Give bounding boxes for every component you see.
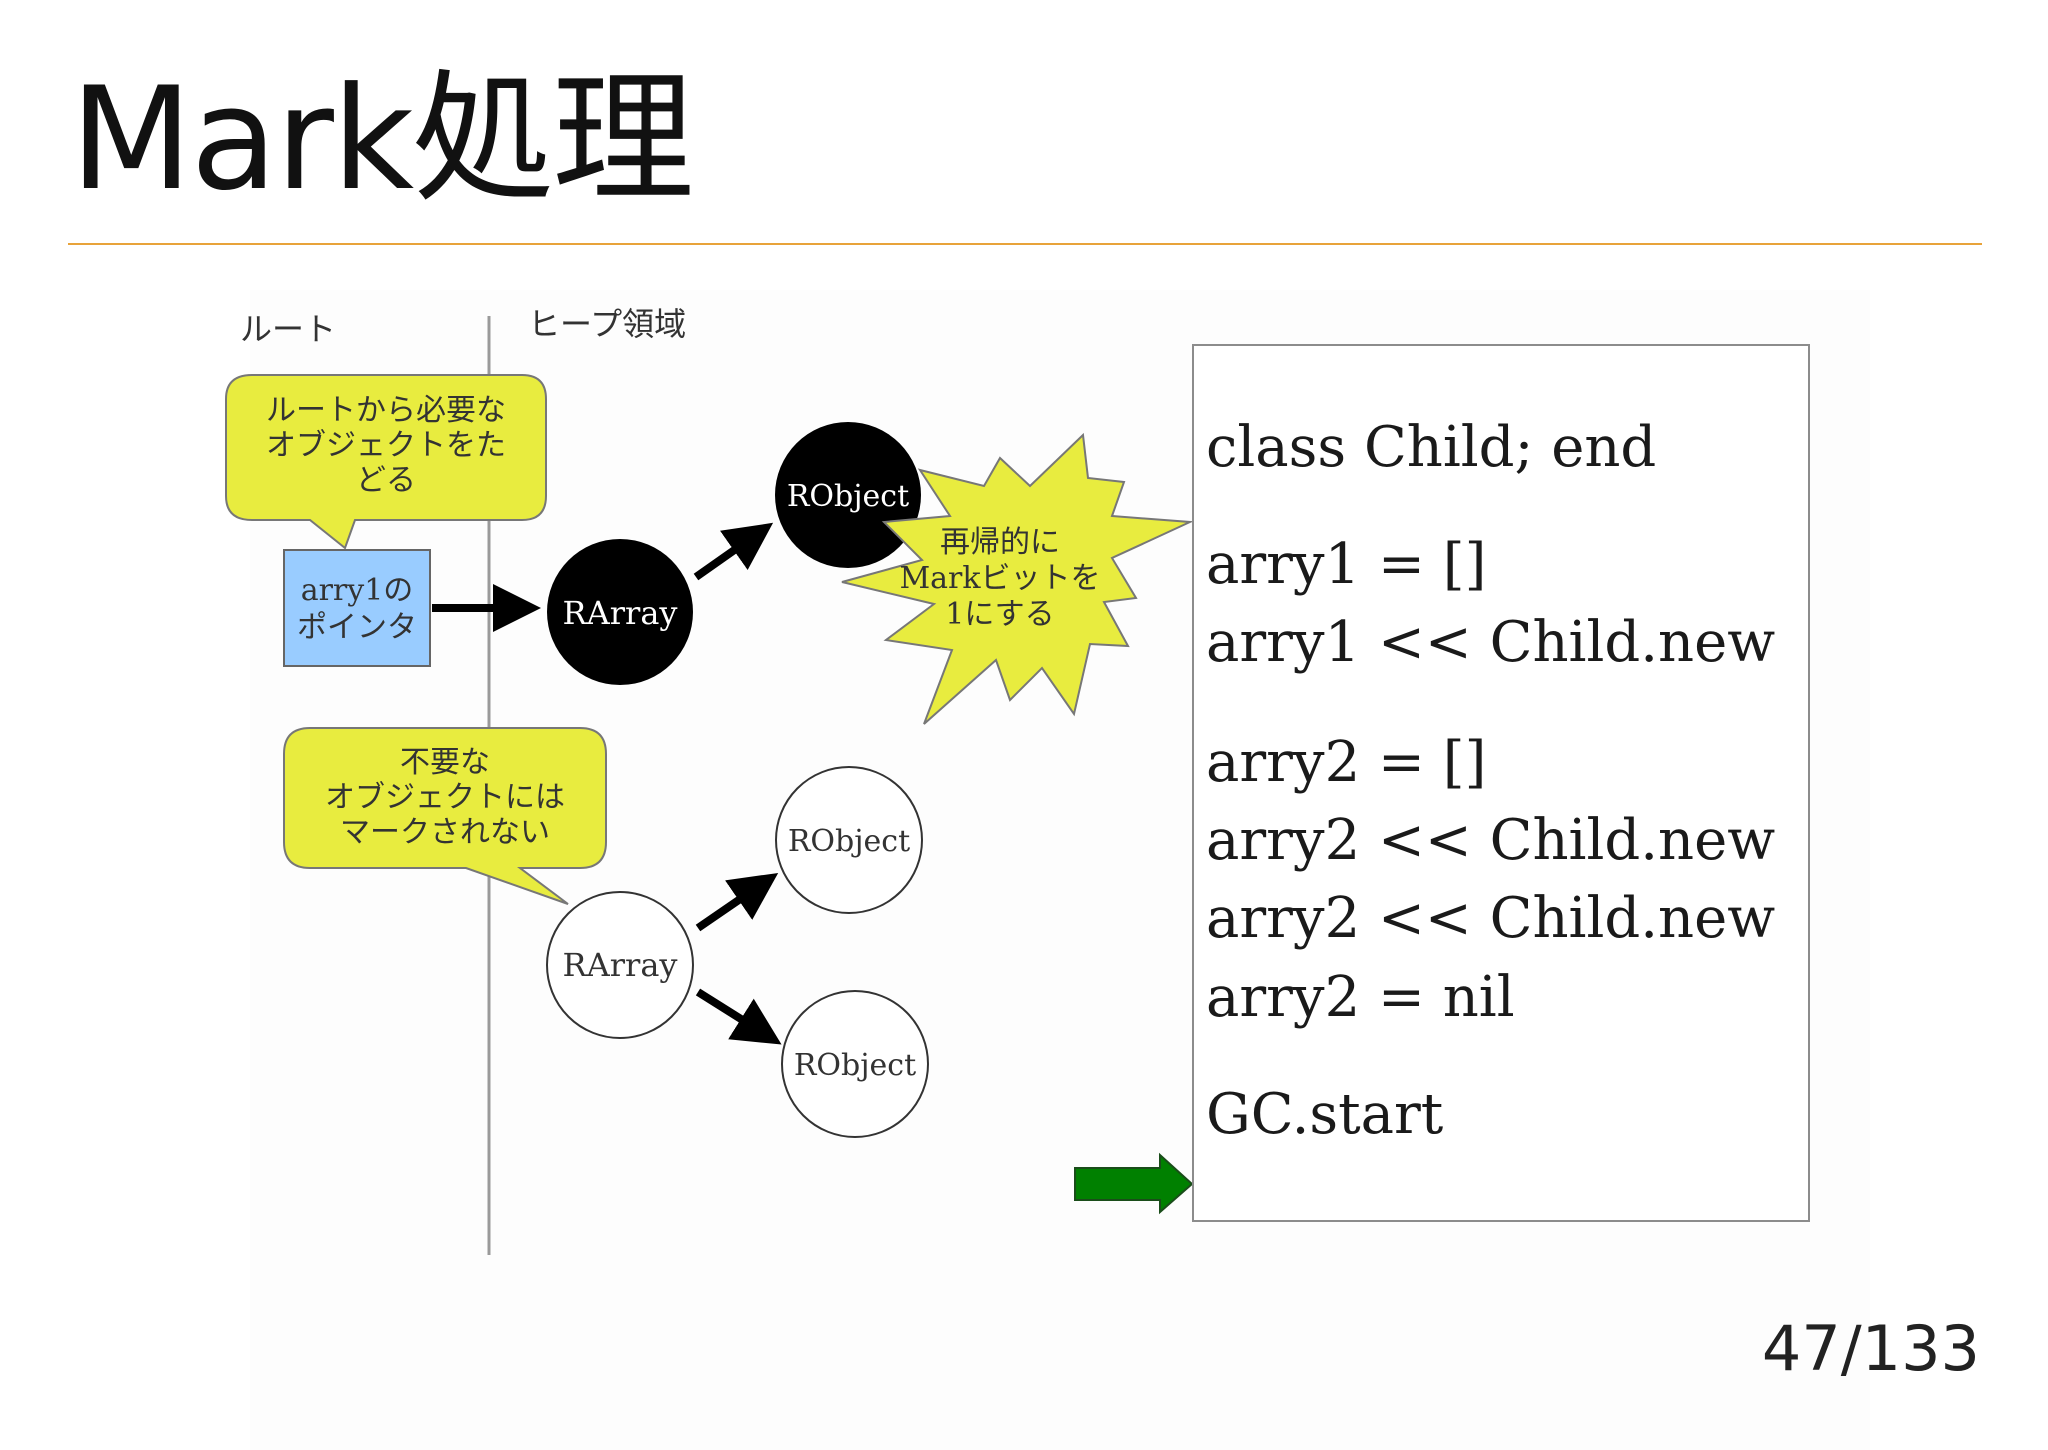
unmarked-robject-node-2 bbox=[781, 990, 929, 1138]
unmarked-robject-label-2: RObject bbox=[794, 1048, 916, 1083]
marked-rarray-node bbox=[547, 539, 693, 685]
right-arrow-icon bbox=[1074, 1152, 1194, 1215]
unmarked-rarray-label: RArray bbox=[563, 946, 678, 984]
arrow-rarray-to-robject-2 bbox=[695, 988, 782, 1045]
marked-robject-node bbox=[775, 422, 921, 568]
unmarked-rarray-node bbox=[546, 891, 694, 1039]
starburst-line-3: 1にする bbox=[945, 597, 1054, 632]
callout-root-line-1: ルートから必要な bbox=[266, 393, 506, 428]
starburst-line-2: Markビットを bbox=[899, 561, 1100, 596]
code-line-gc-start: GC.start bbox=[1206, 1082, 1444, 1147]
callout-unneeded-line-3: マークされない bbox=[340, 815, 550, 850]
code-line-arry1-init: arry1 = [] bbox=[1206, 532, 1487, 597]
code-line-class-child: class Child; end bbox=[1206, 415, 1657, 480]
unmarked-robject-label-1: RObject bbox=[788, 824, 910, 859]
callout-root-line-3: どる bbox=[356, 463, 416, 498]
page-number: 47/133 bbox=[1761, 1312, 1980, 1385]
title-divider bbox=[68, 243, 1982, 245]
slide-title: Mark処理 bbox=[70, 57, 694, 222]
pointer-box-line-2: ポインタ bbox=[297, 610, 417, 645]
arrow-rarray-to-robject bbox=[693, 522, 774, 581]
heap-column-label: ヒープ領域 bbox=[528, 305, 686, 343]
recursive-mark-starburst bbox=[841, 432, 1194, 725]
marked-robject-label: RObject bbox=[787, 479, 909, 514]
callout-unneeded-line-2: オブジェクトには bbox=[325, 780, 565, 815]
unmarked-robject-node-1 bbox=[775, 766, 923, 914]
arry1-pointer-box bbox=[283, 549, 431, 667]
arrow-rarray-to-robject-1 bbox=[695, 872, 779, 932]
callout-root-traversal bbox=[225, 374, 547, 550]
code-line-arry2-nil: arry2 = nil bbox=[1206, 965, 1515, 1030]
marked-rarray-label: RArray bbox=[563, 594, 678, 632]
root-column-label: ルート bbox=[240, 310, 336, 348]
code-line-arry2-push-2: arry2 << Child.new bbox=[1206, 886, 1776, 951]
code-line-arry2-push-1: arry2 << Child.new bbox=[1206, 808, 1776, 873]
starburst-line-1: 再帰的に bbox=[940, 525, 1060, 560]
callout-unneeded-objects bbox=[283, 727, 607, 905]
code-line-arry2-init: arry2 = [] bbox=[1206, 730, 1487, 795]
callout-root-line-2: オブジェクトをた bbox=[266, 428, 506, 463]
code-line-arry1-push: arry1 << Child.new bbox=[1206, 610, 1776, 675]
callout-unneeded-line-1: 不要な bbox=[400, 745, 490, 780]
code-panel: class Child; end arry1 = [] arry1 << Chi… bbox=[1192, 344, 1810, 1222]
pointer-box-line-1: arry1の bbox=[301, 573, 414, 608]
